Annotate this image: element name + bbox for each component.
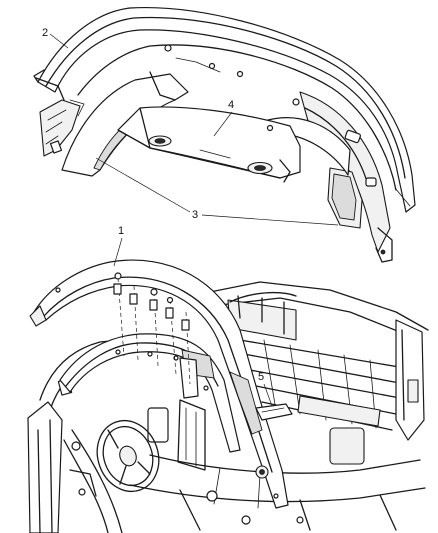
- top-assembly: [33, 6, 416, 263]
- callout-label-3: 3: [192, 209, 198, 221]
- callout-3: 3: [95, 157, 339, 226]
- callout-5: 5: [258, 371, 273, 407]
- part-4-header-panel: [117, 106, 301, 183]
- callout-2: 2: [42, 27, 69, 49]
- vehicle-front-interior: [27, 337, 160, 533]
- part-1-fasteners: [113, 272, 191, 385]
- callout-1: 1: [113, 225, 124, 267]
- part-1-headliner: [29, 259, 289, 509]
- part-5-trim-piece: [255, 403, 293, 421]
- callout-label-2: 2: [42, 27, 48, 39]
- callout-label-1: 1: [118, 225, 124, 237]
- callout-label-4: 4: [228, 99, 234, 111]
- callout-label-5: 5: [258, 371, 264, 383]
- callout-4: 4: [213, 99, 234, 137]
- vehicle-rear-body: [129, 281, 429, 531]
- bottom-assembly: [27, 259, 429, 533]
- top-fasteners: [164, 44, 300, 132]
